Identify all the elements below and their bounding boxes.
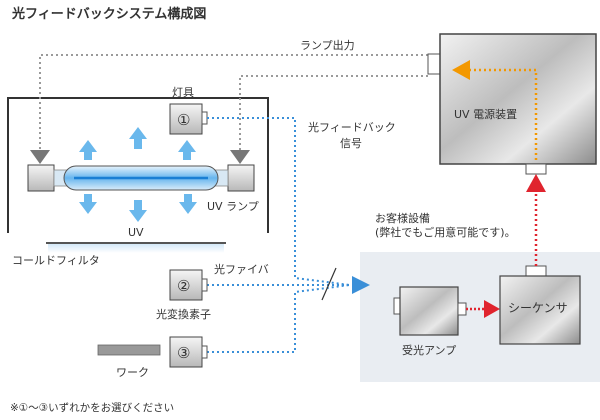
customer-equipment-label-1: お客様設備 — [375, 211, 430, 225]
uv-power-supply-connector-left — [427, 53, 441, 75]
sequencer-connector-top — [525, 265, 547, 277]
lamp-end-cap-left — [27, 164, 55, 192]
lamp-output-line-left — [39, 54, 428, 155]
work-piece — [97, 344, 161, 356]
emission-arrow-down-3 — [179, 194, 197, 214]
emission-arrow-up-2 — [129, 127, 147, 149]
feedback-arrow-to-amp — [352, 276, 370, 294]
footnote: ※①～③いずれかをお選びください — [10, 401, 174, 414]
sensor-box-2-connector — [201, 278, 208, 292]
sensor-box-3 — [169, 336, 203, 368]
optical-fiber-label: 光ファイバ — [214, 262, 269, 276]
uv-lamp-label: UV ランプ — [207, 200, 259, 213]
feedback-line-3 — [207, 284, 351, 353]
receiver-amp-connector-left — [393, 297, 401, 315]
sensor-marker-3: ③ — [177, 344, 190, 362]
lamp-output-arrow-right — [230, 150, 250, 164]
amp-to-sequencer-arrow — [484, 300, 500, 318]
uv-emission-arrows — [79, 127, 197, 222]
photoelectric-element-label: 光変換素子 — [156, 307, 211, 321]
feedback-signal-label-1: 光フィードバック — [308, 120, 396, 134]
uv-label: UV — [128, 226, 144, 239]
emission-arrow-up-1 — [79, 140, 97, 160]
sequencer-to-power-arrow — [526, 174, 546, 192]
emission-arrow-up-3 — [178, 140, 196, 160]
lamp-output-label: ランプ出力 — [300, 38, 355, 52]
sensor-box-2 — [169, 269, 203, 301]
sensor-box-1-connector — [201, 111, 208, 125]
lamp-end-cap-right — [227, 164, 255, 192]
lamp-housing-frame — [7, 97, 269, 233]
fiber-break-slash — [321, 267, 337, 301]
work-label: ワーク — [116, 366, 149, 379]
emission-arrow-down-2 — [129, 200, 147, 222]
fixture-label: 灯具 — [172, 86, 194, 99]
sequencer-label: シーケンサ — [508, 301, 568, 315]
sensor-marker-1: ① — [177, 111, 190, 129]
feedback-signal-label-2: 信号 — [340, 137, 362, 150]
feedback-line-1 — [207, 117, 351, 286]
sensor-box-3-connector — [201, 345, 208, 359]
internal-orange-path — [470, 68, 538, 160]
sensor-marker-2: ② — [177, 277, 190, 295]
receiver-amp-label: 受光アンプ — [402, 343, 456, 357]
lamp-output-arrow-left — [30, 150, 50, 164]
emission-arrow-down-1 — [79, 194, 97, 214]
sequencer — [499, 275, 581, 345]
lamp-output-line-right — [239, 75, 428, 155]
diagram-title: 光フィードバックシステム構成図 — [11, 6, 206, 22]
uv-power-supply-label: UV 電源装置 — [454, 107, 517, 121]
receiver-amp-connector-right — [457, 302, 467, 316]
receiver-amp — [399, 286, 459, 336]
uv-power-supply — [439, 33, 597, 165]
cold-filter-label: コールドフィルタ — [12, 254, 100, 267]
customer-equipment-label-2: (弊社でもご用意可能です)。 — [375, 225, 516, 239]
uv-power-supply-connector-bottom — [525, 163, 547, 175]
sensor-box-1 — [169, 103, 203, 135]
cold-filter-glow — [48, 243, 224, 253]
internal-orange-arrow — [452, 60, 470, 80]
